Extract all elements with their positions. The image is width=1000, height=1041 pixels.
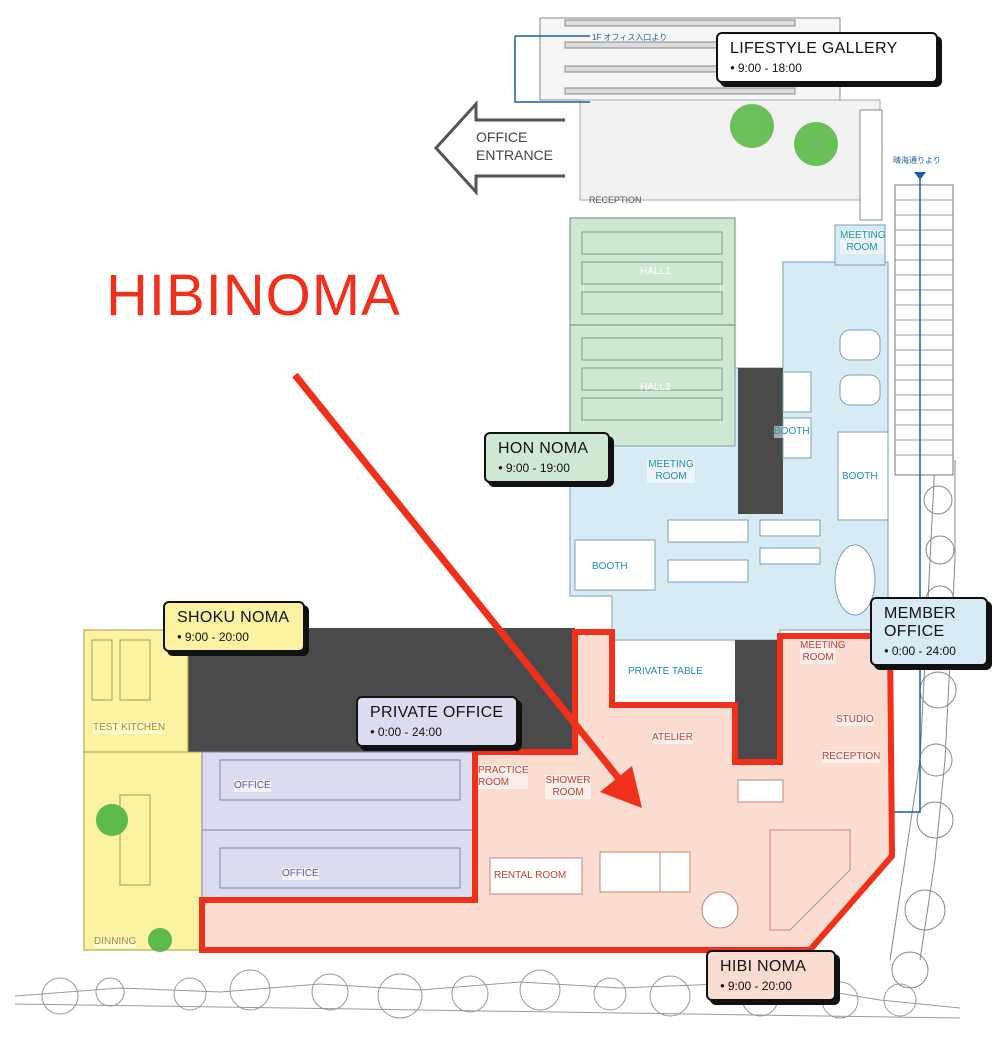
private-office-area bbox=[201, 751, 475, 901]
private-office-name: PRIVATE OFFICE bbox=[370, 704, 504, 721]
member-office-name-2: OFFICE bbox=[884, 623, 945, 640]
bottom-planting bbox=[14, 969, 961, 1019]
right-planting bbox=[889, 459, 957, 989]
room-office-lower: OFFICE bbox=[282, 868, 319, 880]
room-atelier: ATELIER bbox=[652, 732, 693, 744]
lifestyle-gallery-hours: 9:00 - 18:00 bbox=[730, 61, 926, 75]
gallery-corridor bbox=[514, 17, 883, 221]
room-meeting-hibi: MEETING ROOM bbox=[800, 640, 846, 664]
callout-lifestyle-gallery: LIFESTYLE GALLERY 9:00 - 18:00 bbox=[716, 32, 938, 83]
room-office-upper: OFFICE bbox=[234, 780, 271, 792]
room-booth-left: BOOTH bbox=[592, 561, 628, 573]
member-office-name-1: MEMBER bbox=[884, 605, 957, 622]
callout-hon-noma: HON NOMA 9:00 - 19:00 bbox=[484, 432, 610, 483]
room-hall2: HALL2 bbox=[640, 382, 671, 393]
room-reception-hibi: RECEPTION bbox=[822, 751, 881, 763]
room-dinning: DINNING bbox=[94, 936, 137, 948]
room-booth-right: BOOTH bbox=[842, 471, 878, 483]
room-studio: STUDIO bbox=[836, 714, 874, 726]
hibinoma-outline bbox=[199, 629, 896, 953]
callout-private-office: PRIVATE OFFICE 0:00 - 24:00 bbox=[356, 696, 518, 747]
staircase bbox=[864, 172, 954, 818]
shoku-noma-area bbox=[83, 629, 203, 952]
room-practice: PRACTICE ROOM bbox=[478, 765, 529, 789]
hon-noma-area bbox=[569, 217, 736, 447]
room-private-table: PRIVATE TABLE bbox=[628, 666, 703, 678]
callout-shoku-noma: SHOKU NOMA 9:00 - 20:00 bbox=[163, 601, 305, 652]
hon-noma-name: HON NOMA bbox=[498, 440, 589, 457]
office-entrance-label: OFFICE ENTRANCE bbox=[476, 128, 553, 164]
room-reception-top: RECEPTION bbox=[589, 195, 642, 205]
note-from-1f: 1F オフィス入口より bbox=[592, 33, 668, 42]
hibi-noma-hours: 9:00 - 20:00 bbox=[720, 979, 824, 993]
member-office-hours: 0:00 - 24:00 bbox=[884, 644, 976, 658]
gallery-trees bbox=[730, 104, 838, 166]
private-office-hours: 0:00 - 24:00 bbox=[370, 725, 506, 739]
shoku-noma-name: SHOKU NOMA bbox=[177, 609, 290, 626]
callout-member-office: MEMBER OFFICE 0:00 - 24:00 bbox=[870, 597, 988, 666]
room-test-kitchen: TEST KITCHEN bbox=[93, 722, 166, 734]
shoku-noma-hours: 9:00 - 20:00 bbox=[177, 630, 293, 644]
page-title: HIBINOMA bbox=[106, 263, 401, 328]
lifestyle-gallery-name: LIFESTYLE GALLERY bbox=[730, 40, 898, 57]
note-from-harumi: 晴海通りより bbox=[893, 156, 941, 165]
room-booth-center: BOOTH bbox=[774, 426, 810, 438]
pointer-arrow bbox=[292, 372, 642, 808]
callout-hibi-noma: HIBI NOMA 9:00 - 20:00 bbox=[706, 950, 836, 1001]
room-shower: SHOWER ROOM bbox=[545, 775, 591, 799]
room-rental: RENTAL ROOM bbox=[494, 870, 567, 882]
room-meeting-top: MEETING ROOM bbox=[840, 230, 886, 254]
hibi-noma-name: HIBI NOMA bbox=[720, 958, 807, 975]
entrance-arrow bbox=[433, 100, 565, 196]
hon-noma-hours: 9:00 - 19:00 bbox=[498, 461, 598, 475]
entrance-line2: ENTRANCE bbox=[476, 147, 554, 163]
entrance-line1: OFFICE bbox=[476, 129, 528, 145]
room-meeting-hon: MEETING ROOM bbox=[647, 459, 695, 483]
room-hall1: HALL1 bbox=[640, 266, 671, 277]
